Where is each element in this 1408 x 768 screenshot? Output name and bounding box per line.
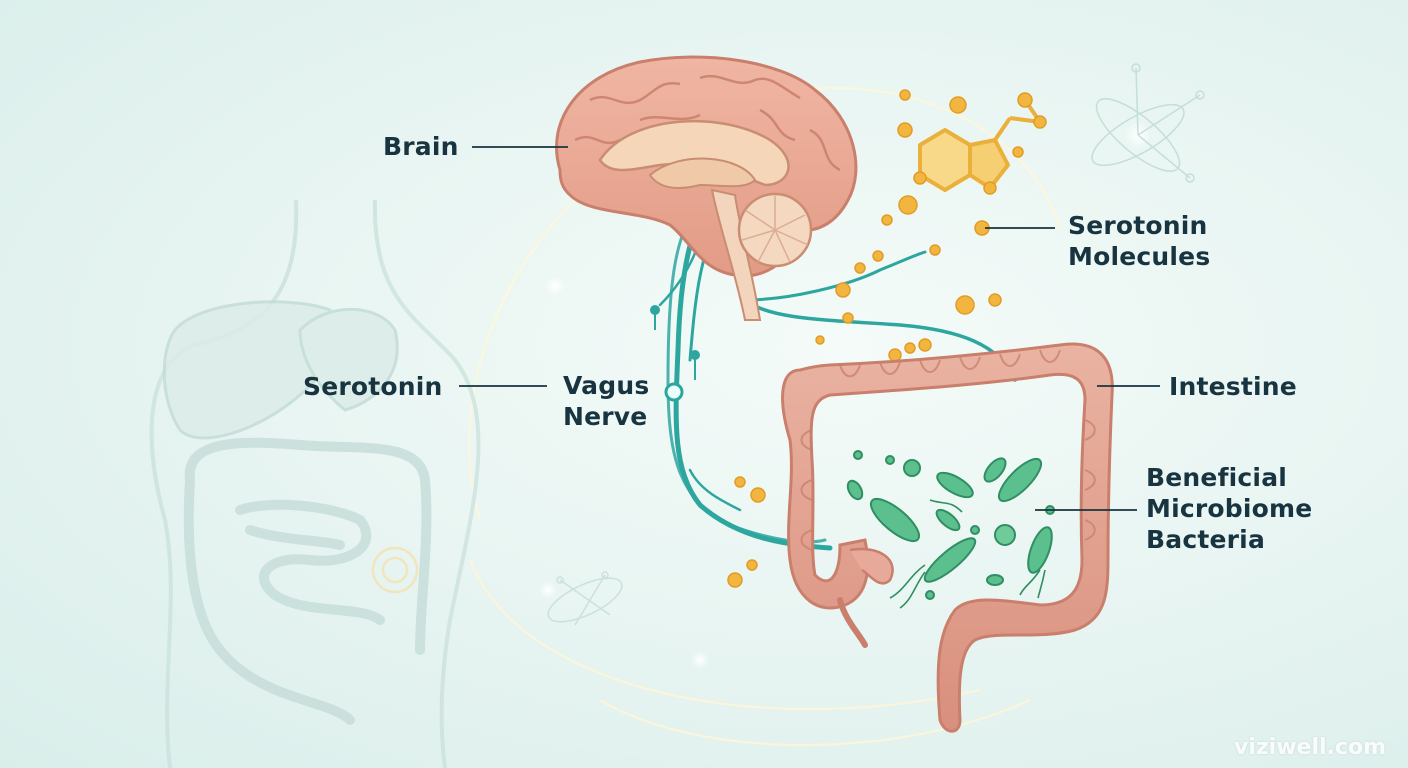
faint-swirl-icon	[371, 546, 419, 594]
brain-label: Brain	[383, 132, 459, 161]
bacteria-label: Beneficial Microbiome Bacteria	[1146, 462, 1312, 555]
network-icon	[547, 571, 623, 626]
glow-dot	[539, 581, 557, 599]
faint-intestines	[183, 437, 432, 725]
watermark: viziwell.com	[1234, 735, 1386, 760]
serotonin-molecules	[727, 89, 1047, 588]
vagus-nerve-label: Vagus Nerve	[563, 370, 649, 432]
nerve-endpoints	[650, 305, 700, 402]
vagus-nerve-label-line1: Vagus	[563, 371, 650, 400]
bacteria-label-line1: Beneficial	[1146, 463, 1288, 492]
serotonin-molecules-label: Serotonin Molecules	[1068, 210, 1210, 272]
bacteria	[846, 450, 1055, 600]
serotonin-label: Serotonin	[303, 372, 443, 401]
serotonin-molecule-structure	[918, 98, 1042, 192]
bacteria-flagella	[889, 499, 1046, 609]
serotonin-molecules-label-line2: Molecules	[1068, 242, 1211, 271]
glow-dot	[545, 276, 565, 296]
vagus-nerve-label-line2: Nerve	[563, 402, 648, 431]
intestine	[781, 342, 1114, 733]
leader-lines	[459, 146, 1160, 511]
atom-icon	[1091, 63, 1205, 183]
glow-dot	[691, 651, 709, 669]
bacteria-label-line3: Bacteria	[1146, 525, 1266, 554]
faint-liver	[162, 300, 399, 440]
bacteria-label-line2: Microbiome	[1146, 494, 1313, 523]
brain	[555, 55, 858, 321]
intestine-label: Intestine	[1169, 372, 1297, 401]
serotonin-molecules-label-line1: Serotonin	[1068, 211, 1208, 240]
